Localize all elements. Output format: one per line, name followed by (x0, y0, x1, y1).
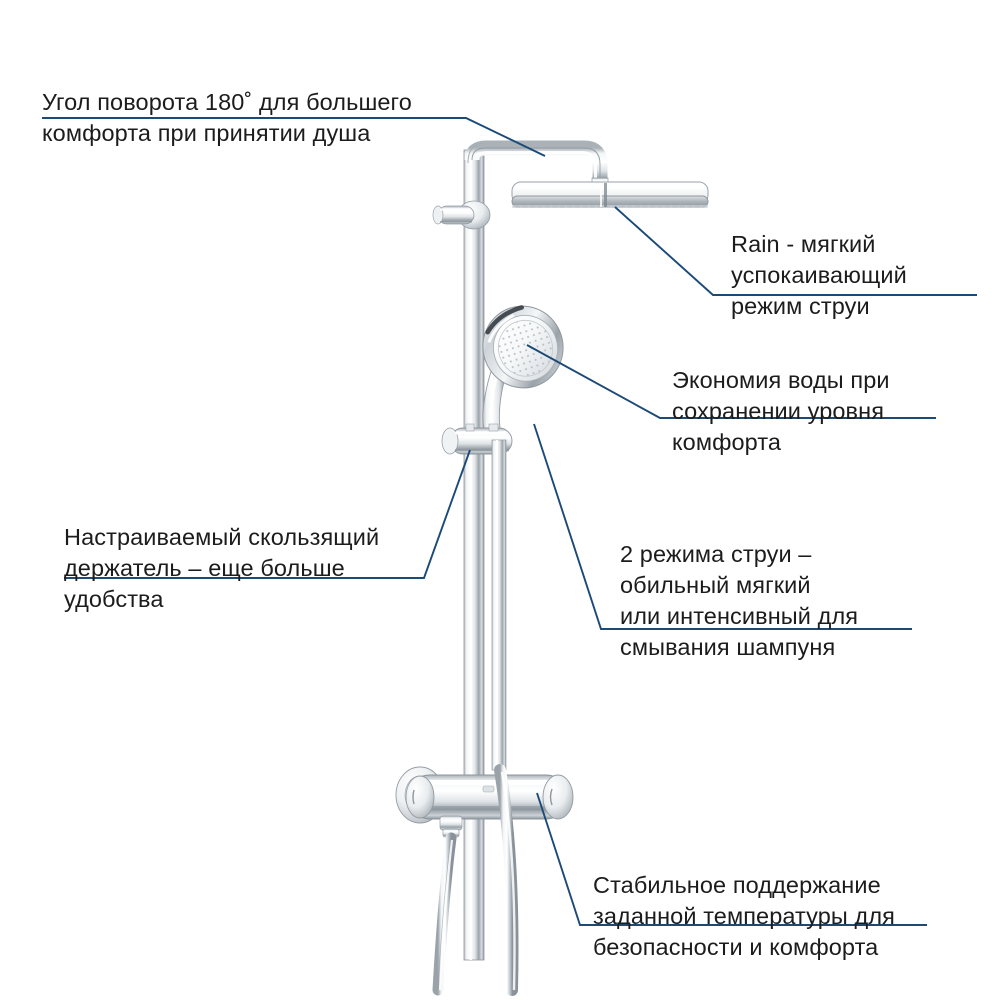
swivel-joint (432, 200, 491, 230)
callout-text: 2 режима струи – обильный мягкий или инт… (620, 541, 859, 660)
sliding-holder (441, 423, 513, 771)
callout-swivel-angle: Угол поворота 180˚ для большего комфорта… (42, 56, 512, 149)
callout-water-saving: Экономия воды при сохранении уровня комф… (672, 334, 934, 458)
shower-hose (432, 764, 519, 996)
callout-stable-temperature: Стабильное поддержание заданной температ… (593, 839, 923, 963)
leader-rain-spray (614, 206, 977, 296)
leader-stable-temperature (536, 792, 927, 926)
callout-two-spray-modes: 2 режима струи – обильный мягкий или инт… (620, 508, 910, 663)
thermostatic-mixer (395, 766, 574, 838)
leader-water-saving (526, 344, 936, 419)
callout-text: Настраиваемый скользящий держатель – еще… (64, 524, 380, 612)
leader-swivel-angle (42, 117, 546, 157)
callout-text: Стабильное поддержание заданной температ… (593, 872, 896, 960)
rain-shower-head (511, 181, 709, 208)
callout-text: Rain - мягкий успокаивающий режим струи (731, 231, 907, 319)
leader-sliding-holder (64, 449, 471, 579)
leader-two-spray-modes (533, 423, 912, 630)
callout-sliding-holder: Настраиваемый скользящий держатель – еще… (64, 491, 464, 615)
callout-text: Угол поворота 180˚ для большего комфорта… (42, 89, 412, 146)
callout-text: Экономия воды при сохранении уровня комф… (672, 367, 890, 455)
callout-rain-spray: Rain - мягкий успокаивающий режим струи (731, 198, 981, 322)
hand-shower (482, 305, 564, 446)
